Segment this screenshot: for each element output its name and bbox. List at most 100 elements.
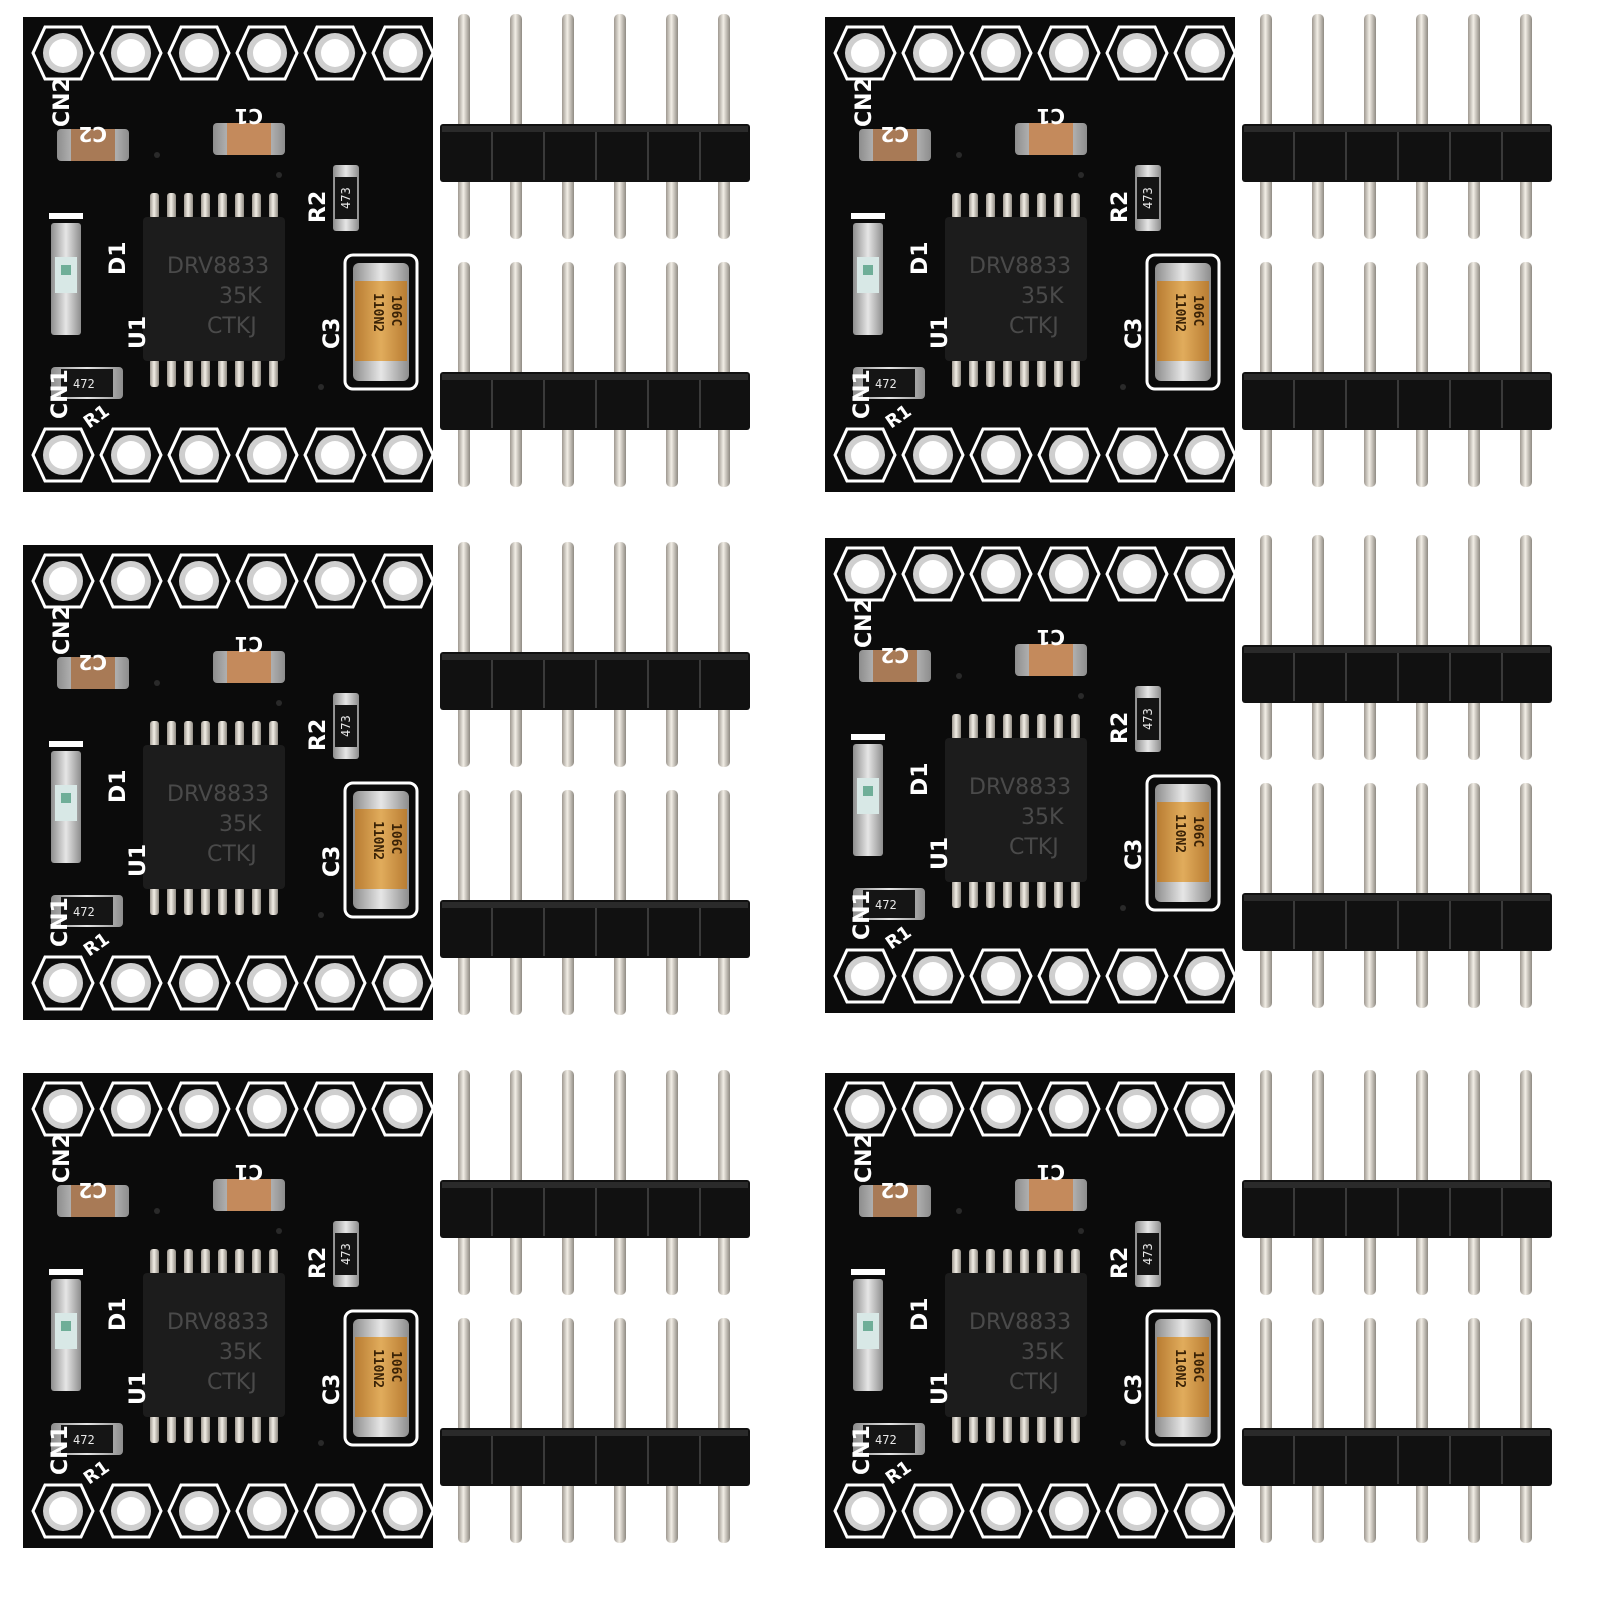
silk-u1: U1 [126,1372,151,1405]
chip-text-line-1: DRV8833 [167,254,269,279]
silk-r2: R2 [306,191,331,223]
chip-text-line-1: DRV8833 [969,1310,1071,1335]
silk-d1: D1 [106,769,131,803]
driver-kit-4: CN2 CN1 C2 C1 R2 D1 U1 C3 R1 DRV8833 35K… [823,534,1553,1015]
r2-code: 473 [339,715,353,737]
silk-cn1: CN1 [48,369,73,419]
silk-c1: C1 [1036,625,1065,649]
driver-kit-5: CN2 CN1 C2 C1 R2 D1 U1 C3 R1 DRV8833 35K… [21,1069,751,1550]
tantalum-code-2: 110N2 [370,293,385,332]
silk-u1: U1 [928,1372,953,1405]
tantalum-code-1: 106C [388,823,403,854]
pin-header-2b [1241,261,1553,488]
silk-cn2: CN2 [852,77,877,127]
driver-kit-1: CN2 CN1 C2 C1 R2 D1 U1 C3 R1 DRV8833 35K… [21,13,751,494]
pin-header-1b [439,261,751,488]
r1-code: 472 [73,1433,95,1447]
board-4-labels: CN2 CN1 C2 C1 R2 D1 U1 C3 R1 DRV8833 35K… [850,598,1205,954]
silk-c2: C2 [78,122,107,146]
silk-cn1: CN1 [850,369,875,419]
silk-cn1: CN1 [48,1425,73,1475]
pin-header-6b [1241,1317,1553,1544]
board-1-labels: CN2 CN1 C2 C1 R2 D1 U1 C3 R1 DRV8833 35K… [48,77,403,433]
tantalum-code-2: 110N2 [370,1349,385,1388]
pin-header-4b [1241,782,1553,1009]
silk-c2: C2 [78,1178,107,1202]
silk-c3: C3 [1122,318,1147,349]
r1-code: 472 [73,377,95,391]
silk-r2: R2 [1108,191,1133,223]
chip-text-line-2: 35K [1021,284,1064,309]
silk-c3: C3 [320,846,345,877]
r1-code: 472 [875,377,897,391]
pin-header-3a [439,541,751,768]
silk-c3: C3 [1122,839,1147,870]
chip-text-line-2: 35K [1021,805,1064,830]
chip-text-line-2: 35K [1021,1340,1064,1365]
pin-header-2a [1241,13,1553,240]
silk-cn2: CN2 [50,1133,75,1183]
silk-c2: C2 [78,650,107,674]
tantalum-code-1: 106C [388,295,403,326]
chip-text-line-3: CTKJ [207,842,257,867]
silk-cn2: CN2 [852,1133,877,1183]
chip-text-line-1: DRV8833 [969,254,1071,279]
silk-c1: C1 [234,632,263,656]
tantalum-code-1: 106C [1190,816,1205,847]
r2-code: 473 [1141,1243,1155,1265]
pin-header-6a [1241,1069,1553,1296]
chip-text-line-3: CTKJ [207,1370,257,1395]
tantalum-code-2: 110N2 [1172,293,1187,332]
pin-header-5b [439,1317,751,1544]
tantalum-code-1: 106C [1190,1351,1205,1382]
silk-r2: R2 [1108,1247,1133,1279]
pin-header-3b [439,789,751,1016]
silk-d1: D1 [106,1297,131,1331]
board-6-labels: CN2 CN1 C2 C1 R2 D1 U1 C3 R1 DRV8833 35K… [850,1133,1205,1489]
chip-text-line-3: CTKJ [1009,835,1059,860]
silk-r2: R2 [1108,712,1133,744]
r1-code: 472 [73,905,95,919]
silk-c1: C1 [1036,1160,1065,1184]
silk-c1: C1 [234,1160,263,1184]
pin-header-4a [1241,534,1553,761]
silk-cn2: CN2 [50,605,75,655]
silk-c2: C2 [880,122,909,146]
pin-header-1a [439,13,751,240]
chip-text-line-3: CTKJ [207,314,257,339]
board-2-labels: CN2 CN1 C2 C1 R2 D1 U1 C3 R1 DRV8833 35K… [850,77,1205,433]
silk-u1: U1 [928,316,953,349]
silk-c1: C1 [1036,104,1065,128]
silk-cn1: CN1 [48,897,73,947]
pin-header-5a [439,1069,751,1296]
chip-text-line-2: 35K [219,812,262,837]
chip-text-line-2: 35K [219,284,262,309]
driver-kit-3: CN2 CN1 C2 C1 R2 D1 U1 C3 R1 DRV8833 35K… [21,541,751,1022]
chip-text-line-2: 35K [219,1340,262,1365]
silk-cn2: CN2 [50,77,75,127]
r2-code: 473 [339,1243,353,1265]
silk-r2: R2 [306,719,331,751]
silk-c1: C1 [234,104,263,128]
r2-code: 473 [339,187,353,209]
silk-c2: C2 [880,1178,909,1202]
silk-d1: D1 [908,762,933,796]
silk-u1: U1 [126,316,151,349]
silk-c3: C3 [1122,1374,1147,1405]
silk-d1: D1 [106,241,131,275]
r2-code: 473 [1141,708,1155,730]
tantalum-code-1: 106C [388,1351,403,1382]
chip-text-line-1: DRV8833 [969,775,1071,800]
silk-c3: C3 [320,318,345,349]
tantalum-code-2: 110N2 [370,821,385,860]
silk-c3: C3 [320,1374,345,1405]
silk-cn1: CN1 [850,1425,875,1475]
tantalum-code-2: 110N2 [1172,814,1187,853]
tantalum-code-2: 110N2 [1172,1349,1187,1388]
silk-cn2: CN2 [852,598,877,648]
tantalum-code-1: 106C [1190,295,1205,326]
chip-text-line-1: DRV8833 [167,1310,269,1335]
chip-text-line-3: CTKJ [1009,1370,1059,1395]
r1-code: 472 [875,898,897,912]
